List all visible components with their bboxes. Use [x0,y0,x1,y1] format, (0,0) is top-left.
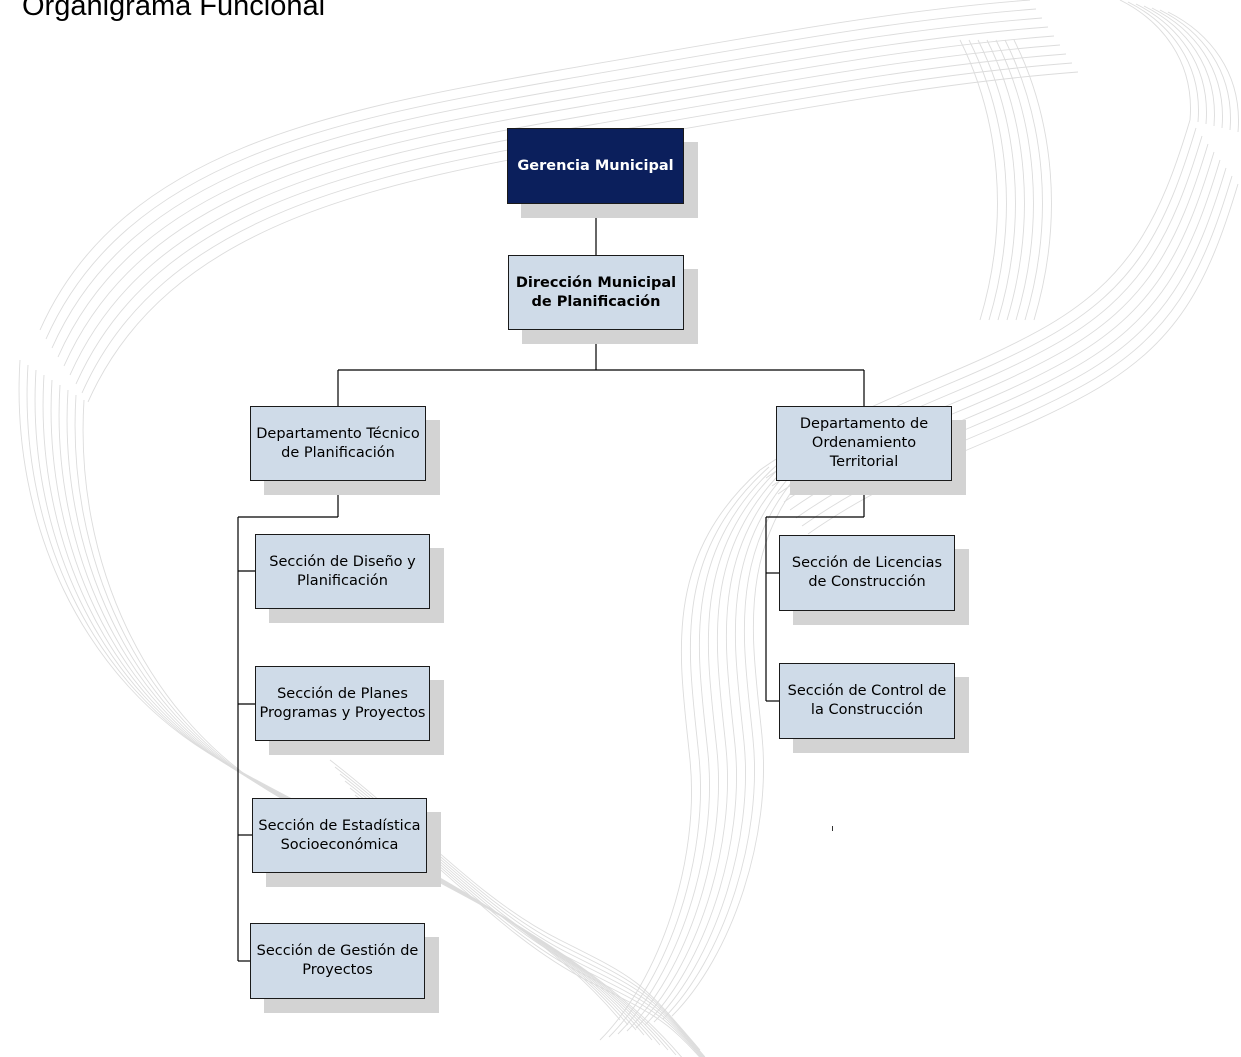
node-gerencia-municipal: Gerencia Municipal [507,128,684,204]
contour-line [644,454,806,1026]
contour-line [626,460,788,1032]
contour-line [1143,5,1215,127]
contour-line [995,39,1034,321]
contour-line [57,26,1049,358]
contour-line [51,17,1043,349]
contour-line [359,801,701,1057]
node-direccion-municipal: Dirección Municipal de Planificación [508,255,684,330]
contour-line [1127,1,1199,123]
contour-line [1135,3,1207,125]
contour-line [807,183,1239,535]
node-seccion-planes: Sección de Planes Programas y Proyectos [255,666,430,741]
node-seccion-estadistica: Sección de Estadística Socioeconómica [252,798,427,873]
node-seccion-gestion: Sección de Gestión de Proyectos [250,923,425,999]
node-departamento-tecnico: Departamento Técnico de Planificación [250,406,426,481]
contour-line [977,39,1016,321]
node-seccion-control: Sección de Control de la Construcción [779,663,955,739]
contour-line [1159,9,1231,131]
contour-line [1013,39,1052,321]
page-title: Organigrama Funcional [22,0,326,22]
contour-line [968,39,1007,321]
contour-line [959,39,998,321]
contour-line [1004,39,1043,321]
contour-line [63,35,1055,367]
node-seccion-licencias: Sección de Licencias de Construcción [779,535,955,611]
contour-line [617,463,779,1035]
contour-line [1167,11,1239,133]
contour-line [599,469,761,1041]
contour-line [1151,7,1223,129]
contour-line [1119,0,1191,121]
contour-line [671,445,833,1017]
contour-line [39,0,1031,331]
node-departamento-ordenamiento: Departamento de Ordenamiento Territorial [776,406,952,481]
contour-line [653,451,815,1023]
contour-line [662,448,824,1020]
node-seccion-diseno: Sección de Diseño y Planificación [255,534,430,609]
contour-line [45,8,1037,340]
stray-mark [832,826,833,831]
contour-line [69,44,1061,376]
contour-line [608,466,770,1038]
contour-line [635,457,797,1029]
contour-line [986,39,1025,321]
